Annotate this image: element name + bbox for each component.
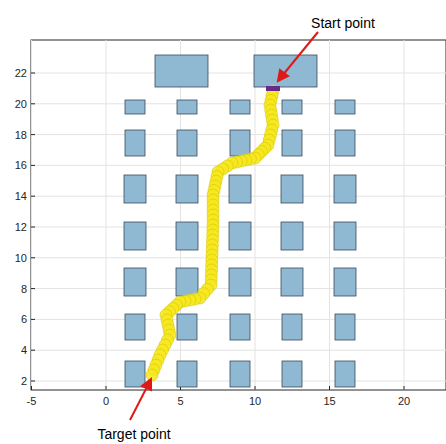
obstacle (230, 100, 250, 114)
axis-tick-label: 18 (15, 129, 27, 141)
obstacle (281, 268, 303, 296)
obstacle (176, 175, 198, 203)
obstacle (124, 268, 146, 296)
obstacle (177, 130, 197, 156)
obstacle (177, 361, 197, 387)
axis-tick-label: 0 (103, 395, 109, 407)
obstacle (334, 222, 356, 250)
obstacle (282, 361, 302, 387)
obstacle (229, 175, 251, 203)
axis-tick-label: 6 (21, 313, 27, 325)
obstacle (334, 268, 356, 296)
obstacle (334, 175, 356, 203)
obstacle (282, 130, 302, 156)
pointer-arrows (130, 32, 318, 420)
axis-tick-label: 12 (15, 221, 27, 233)
obstacle (230, 314, 250, 340)
axis-tick-label: 4 (21, 344, 27, 356)
obstacle (125, 314, 145, 340)
obstacle (177, 100, 197, 114)
obstacle (335, 314, 355, 340)
obstacle (281, 222, 303, 250)
obstacle (230, 130, 250, 156)
obstacle (176, 268, 198, 296)
obstacle (125, 361, 145, 387)
axis-tick-label: 2 (21, 375, 27, 387)
obstacle (282, 314, 302, 340)
obstacle (155, 55, 208, 87)
axis-tick-label: 22 (15, 67, 27, 79)
axis-tick-label: 8 (21, 283, 27, 295)
start-marker (266, 86, 280, 91)
axis-tick-label: 15 (323, 395, 335, 407)
axis-tick-label: 10 (249, 395, 261, 407)
callout-label: Target point (97, 426, 170, 442)
callout-label: Start point (311, 15, 375, 31)
grid-lines (31, 40, 446, 390)
obstacle (176, 222, 198, 250)
obstacle (124, 175, 146, 203)
obstacle (125, 130, 145, 156)
obstacle (335, 100, 355, 114)
obstacle (229, 268, 251, 296)
axis-tick-label: 14 (15, 190, 27, 202)
axis-tick-label: 5 (177, 395, 183, 407)
obstacle (177, 314, 197, 340)
axes-box (31, 40, 446, 390)
obstacle (281, 175, 303, 203)
path-circles (146, 85, 279, 381)
obstacle (229, 222, 251, 250)
obstacles (124, 55, 356, 387)
axis-tick-label: 20 (398, 395, 410, 407)
axis-tick-label: 16 (15, 159, 27, 171)
axis-tick-label: 20 (15, 98, 27, 110)
axis-tick-label: 10 (15, 252, 27, 264)
obstacle (282, 100, 302, 114)
obstacle (335, 130, 355, 156)
axis-tick-label: -5 (27, 395, 37, 407)
obstacle (125, 100, 145, 114)
obstacle (230, 361, 250, 387)
obstacle (335, 361, 355, 387)
obstacle (124, 222, 146, 250)
